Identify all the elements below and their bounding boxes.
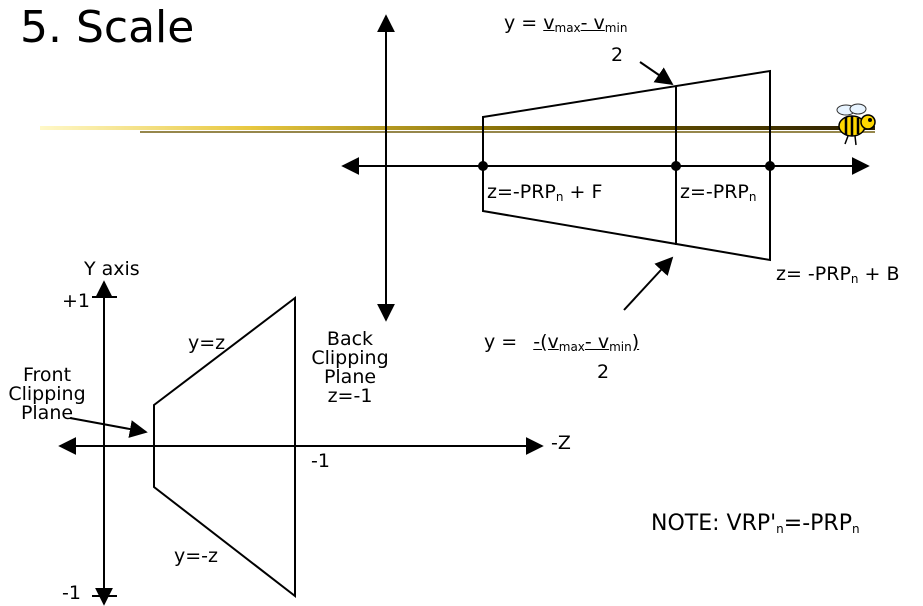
lower-edge-label: y=-z — [174, 545, 218, 567]
back-plane-line-1: Back — [326, 328, 374, 350]
front-plane-line-2: Clipping — [8, 383, 86, 405]
back-clipping-plane-label: Back Clipping Plane z=-1 — [300, 330, 400, 406]
front-plane-dot — [478, 161, 488, 171]
upper-y-numerator: vmax- vmin — [543, 12, 628, 35]
front-z-text: z=-PRP — [487, 181, 556, 203]
lower-y-prefix: y = — [484, 331, 524, 353]
back-plane-line-4: z=-1 — [327, 385, 373, 407]
back-plane-z-label: z= -PRPn + B — [776, 263, 900, 286]
upper-numer-op: - v — [580, 12, 605, 34]
note-mid: =-PRP — [783, 511, 852, 536]
upper-numer-v: v — [543, 12, 555, 34]
canonical-frustum — [153, 295, 296, 599]
view-plane-dot — [671, 161, 681, 171]
note-sub-2: n — [851, 522, 860, 536]
lower-numer-max: max — [558, 340, 585, 354]
note-sub-1: n — [776, 522, 784, 536]
front-plane-line-3: Plane — [20, 402, 74, 424]
lower-y-denominator: 2 — [597, 361, 610, 383]
back-plane-line-3: Plane — [323, 366, 377, 388]
back-z-sub: n — [850, 272, 859, 286]
lower-numer-min: min — [609, 340, 632, 354]
front-z-sub: n — [555, 190, 564, 204]
z-axis-label: -Z — [551, 432, 571, 454]
upper-edge-label: y=z — [188, 332, 226, 354]
front-plane-z-label: z=-PRPn + F — [487, 181, 603, 204]
upper-label-pointer — [639, 61, 674, 86]
lower-y-formula: y = -(vmax- vmin) — [484, 331, 640, 354]
view-frustum-trapezoid — [482, 69, 771, 262]
lower-numer-op: - v — [584, 331, 610, 353]
y-axis-label: Y axis — [84, 258, 140, 280]
front-plane-line-1: Front — [22, 364, 72, 386]
title-bar-decoration — [40, 126, 875, 133]
view-plane-z-label: z=-PRPn — [680, 181, 757, 204]
plus-one-label: +1 — [62, 290, 91, 312]
mid-z-text: z=-PRP — [680, 181, 749, 203]
back-plane-dot — [765, 161, 775, 171]
back-z-text: z= -PRP — [776, 263, 851, 285]
lower-label-pointer — [623, 256, 674, 311]
upper-numer-max: max — [554, 21, 581, 35]
lower-numer-v: -(v — [533, 331, 559, 353]
minus-one-y-label: -1 — [62, 582, 81, 604]
back-plane-line-2: Clipping — [311, 347, 389, 369]
mid-z-sub: n — [748, 190, 757, 204]
note-text: NOTE: VRP'n=-PRPn — [651, 511, 860, 536]
lower-y-numerator: -(vmax- vmin) — [533, 331, 640, 354]
minus-one-z-label: -1 — [311, 450, 330, 472]
bottom-diagram — [58, 280, 544, 606]
slide-title: 5. Scale — [20, 2, 195, 53]
axis-intersection-dots — [478, 161, 775, 171]
front-clipping-plane-label: Front Clipping Plane — [4, 366, 90, 423]
upper-y-prefix: y = — [504, 12, 544, 34]
upper-y-denominator: 2 — [611, 44, 624, 66]
upper-y-formula: y = vmax- vmin — [504, 12, 628, 35]
upper-numer-min: min — [604, 21, 628, 35]
front-z-suffix: + F — [563, 181, 603, 203]
note-prefix: NOTE: VRP' — [651, 511, 777, 536]
front-plane-pointer — [69, 417, 148, 438]
back-z-suffix: + B — [858, 263, 900, 285]
lower-numer-close: ) — [631, 331, 640, 353]
yellow-jacket-bee-icon — [836, 103, 876, 146]
